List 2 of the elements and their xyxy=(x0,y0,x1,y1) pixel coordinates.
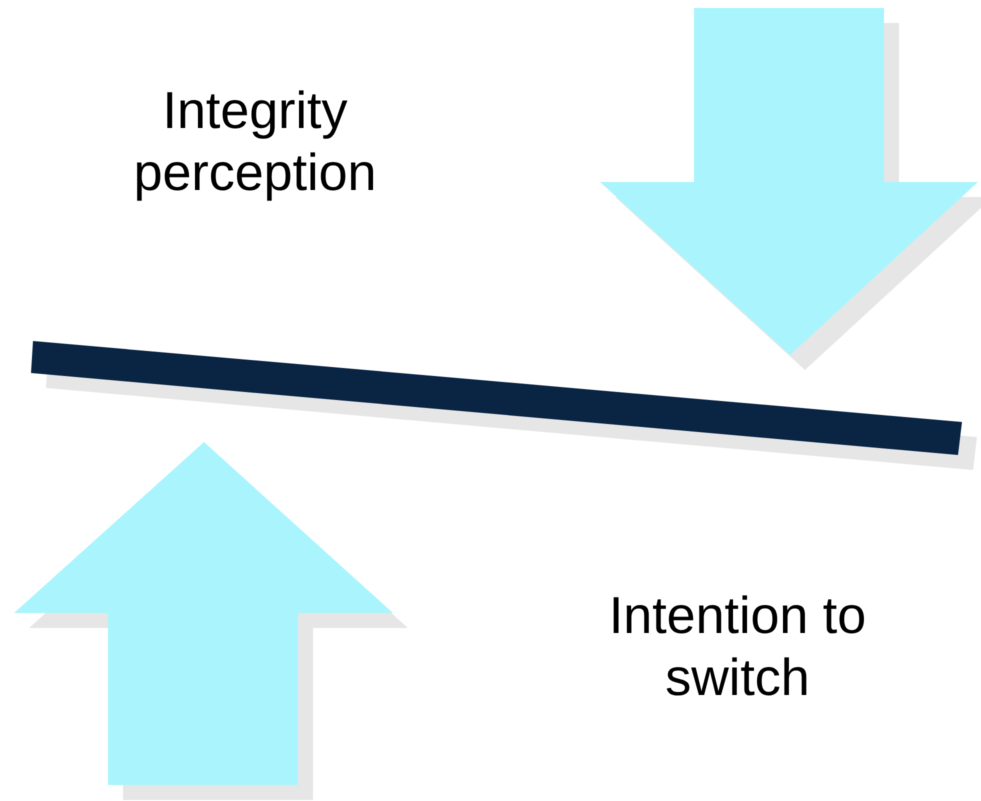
label-text: Integrity perception xyxy=(132,81,378,204)
label-text: Intention to switch xyxy=(608,586,868,709)
